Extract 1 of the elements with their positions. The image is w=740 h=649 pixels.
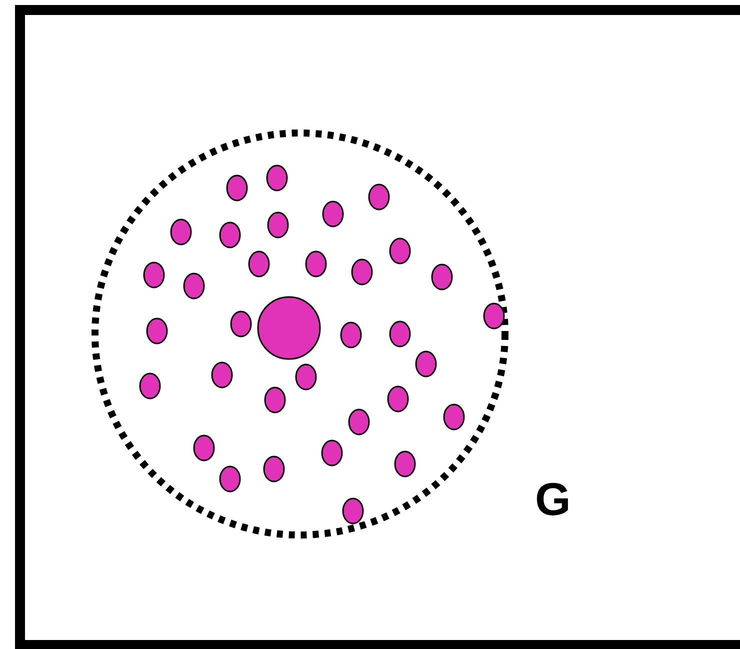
- region-label: G: [535, 476, 571, 522]
